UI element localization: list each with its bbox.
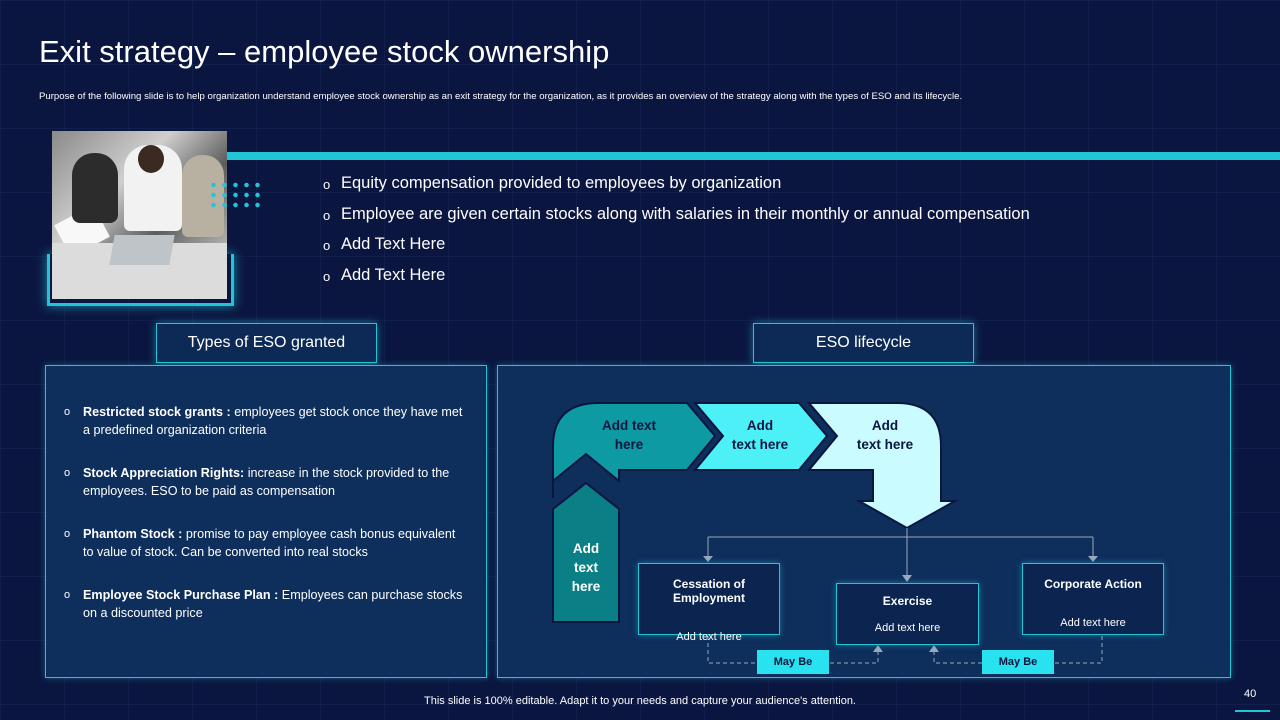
lifecycle-arrow-bend: [552, 402, 717, 498]
stage-corporate-action: Corporate Action Add text here: [1022, 563, 1164, 635]
lifecycle-arrow-mid-label: Add text here: [731, 418, 789, 452]
slide-footer: This slide is 100% editable. Adapt it to…: [424, 695, 856, 707]
types-header: Types of ESO granted: [156, 323, 377, 363]
lifecycle-arrow-down-label: Add text here: [856, 418, 914, 452]
lifecycle-header: ESO lifecycle: [753, 323, 974, 363]
dot-grid-icon: [208, 180, 264, 210]
stage-cessation: Cessation of Employment Add text here: [638, 563, 780, 643]
lifecycle-arrow-up: [552, 481, 620, 623]
lifecycle-arrow-mid: [692, 402, 829, 471]
slide-title: Exit strategy – employee stock ownership: [39, 34, 610, 69]
maybe-badge: May Be: [757, 650, 829, 674]
slide-subtitle: Purpose of the following slide is to hel…: [39, 91, 963, 102]
lifecycle-arrow-down: [806, 402, 959, 530]
page-number-underline: [1235, 710, 1270, 712]
photo-frame: [47, 254, 234, 306]
types-panel: [45, 365, 487, 678]
page-number: 40: [1244, 688, 1257, 700]
connector-arrowheads: [703, 556, 1098, 582]
lifecycle-diagram: [552, 402, 1103, 664]
lifecycle-arrow-up-label: Add text here: [571, 541, 601, 594]
maybe-badge: May Be: [982, 650, 1054, 674]
lifecycle-connectors: [707, 528, 1094, 578]
stage-exercise: Exercise Add text here: [836, 583, 979, 645]
team-meeting-photo: [52, 131, 227, 299]
accent-bar: [222, 152, 1280, 160]
lifecycle-arrow-bend-label: Add text here: [602, 418, 656, 452]
maybe-connectors: [707, 636, 1103, 664]
maybe-arrowheads: [873, 645, 939, 652]
